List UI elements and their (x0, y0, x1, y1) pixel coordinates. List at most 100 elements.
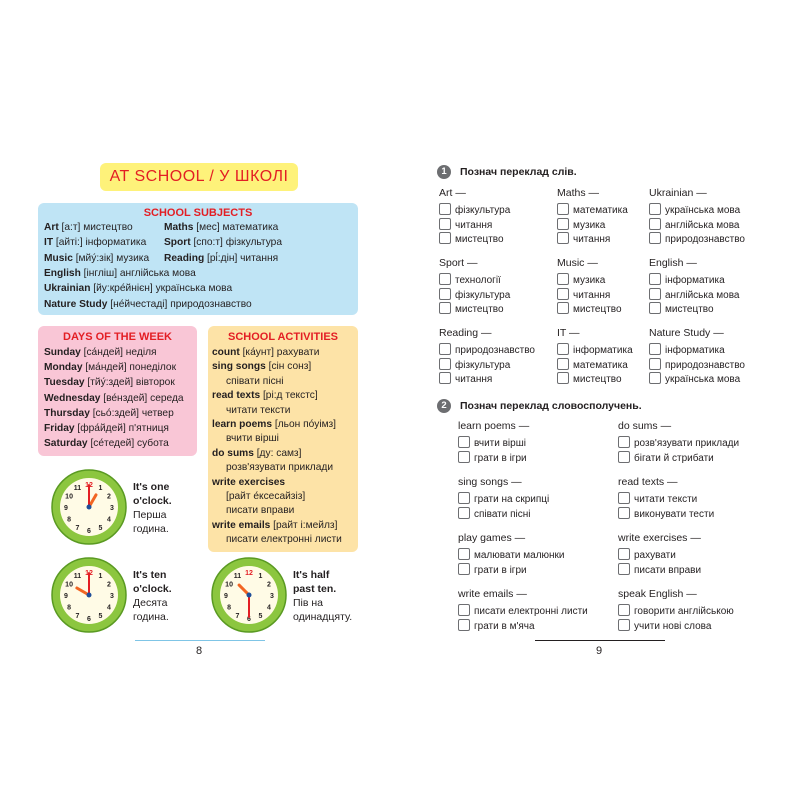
word-option[interactable]: читання (439, 217, 492, 232)
checkbox[interactable] (618, 492, 630, 504)
word-option[interactable]: математика (557, 203, 628, 217)
clock-numeral: 9 (64, 593, 68, 600)
phrase-option[interactable]: грати в ігри (458, 450, 527, 465)
checkbox[interactable] (458, 618, 470, 631)
checkbox[interactable] (439, 357, 451, 370)
subject-entry: English [інгліш] англійська мова (44, 267, 196, 281)
option-label: грати на скрипці (474, 494, 550, 505)
checkbox[interactable] (458, 492, 470, 504)
option-label: читання (573, 289, 611, 301)
checkbox[interactable] (618, 548, 630, 560)
checkbox[interactable] (649, 287, 661, 300)
checkbox[interactable] (618, 506, 630, 519)
word-option[interactable]: інформатика (557, 343, 633, 357)
subject-entry-translation: [інгліш] англійська мова (80, 267, 196, 279)
phrase-option[interactable]: писати вправи (618, 562, 701, 577)
checkbox[interactable] (458, 506, 470, 519)
word-option[interactable]: природознавство (439, 343, 535, 357)
phrase-option[interactable]: виконувати тести (618, 506, 714, 521)
checkbox[interactable] (649, 343, 661, 355)
checkbox[interactable] (439, 302, 451, 314)
phrase-option[interactable]: учити нові слова (618, 618, 711, 633)
word-option[interactable]: читання (557, 232, 610, 246)
word-option[interactable]: мистецтво (439, 302, 504, 316)
phrase-option[interactable]: рахувати (618, 548, 676, 562)
phrase-option[interactable]: бігати й стрибати (618, 450, 714, 465)
checkbox[interactable] (557, 273, 569, 285)
checkbox[interactable] (618, 450, 630, 463)
phrase-option[interactable]: малювати малюнки (458, 548, 565, 562)
word-option[interactable]: англійська мова (649, 217, 740, 232)
checkbox[interactable] (649, 203, 661, 215)
checkbox[interactable] (439, 372, 451, 384)
checkbox[interactable] (439, 273, 451, 285)
checkbox[interactable] (618, 436, 630, 448)
checkbox[interactable] (557, 357, 569, 370)
checkbox[interactable] (439, 232, 451, 244)
checkbox[interactable] (557, 232, 569, 244)
phrase-option[interactable]: співати пісні (458, 506, 531, 521)
word-option[interactable]: музика (557, 273, 605, 287)
phrase-option[interactable]: грати в м'яча (458, 618, 535, 633)
checkbox[interactable] (439, 203, 451, 215)
checkbox[interactable] (557, 302, 569, 314)
checkbox[interactable] (557, 372, 569, 384)
checkbox[interactable] (649, 302, 661, 314)
word-option[interactable]: англійська мова (649, 287, 740, 302)
option-label: мистецтво (573, 374, 622, 385)
checkbox[interactable] (557, 203, 569, 215)
checkbox[interactable] (439, 343, 451, 355)
word-option[interactable]: природознавство (649, 357, 745, 372)
checkbox[interactable] (458, 436, 470, 448)
checkbox[interactable] (618, 618, 630, 631)
checkbox[interactable] (458, 450, 470, 463)
word-option[interactable]: природознавство (649, 232, 745, 246)
word-option[interactable]: українська мова (649, 203, 740, 217)
checkbox[interactable] (649, 372, 661, 384)
checkbox[interactable] (439, 217, 451, 230)
phrase-option[interactable]: вчити вірші (458, 436, 526, 450)
word-option[interactable]: інформатика (649, 273, 725, 287)
checkbox[interactable] (649, 217, 661, 230)
clock-numeral: 5 (259, 613, 263, 620)
option-label: фізкультура (455, 205, 511, 216)
phrase-option[interactable]: грати на скрипці (458, 492, 549, 506)
checkbox[interactable] (649, 232, 661, 244)
word-option[interactable]: фізкультура (439, 357, 510, 372)
word-option[interactable]: українська мова (649, 372, 740, 386)
word-option[interactable]: інформатика (649, 343, 725, 357)
phrase-option[interactable]: писати електронні листи (458, 604, 588, 618)
word-option[interactable]: технології (439, 273, 501, 287)
word-option[interactable]: читання (557, 287, 611, 302)
checkbox[interactable] (439, 287, 451, 300)
word-option[interactable]: мистецтво (439, 232, 504, 246)
phrase-option[interactable]: говорити англійською (618, 604, 734, 618)
checkbox[interactable] (618, 604, 630, 616)
phrase-option[interactable]: розв'язувати приклади (618, 436, 739, 450)
word-prompt: IT — (557, 327, 580, 339)
checkbox[interactable] (618, 562, 630, 575)
phrase-option[interactable]: грати в ігри (458, 562, 527, 577)
option-label: читати тексти (634, 494, 698, 505)
checkbox[interactable] (557, 217, 569, 230)
checkbox[interactable] (557, 287, 569, 300)
phrase-option[interactable]: читати тексти (618, 492, 697, 506)
word-option[interactable]: фізкультура (439, 287, 510, 302)
checkbox[interactable] (649, 273, 661, 285)
word-option[interactable]: математика (557, 357, 628, 372)
checkbox[interactable] (458, 548, 470, 560)
checkbox[interactable] (649, 357, 661, 370)
phrase-prompt: play games — (458, 532, 526, 544)
word-option[interactable]: фізкультура (439, 203, 510, 217)
checkbox[interactable] (458, 604, 470, 616)
word-option[interactable]: мистецтво (649, 302, 714, 316)
word-option[interactable]: мистецтво (557, 302, 622, 316)
word-option[interactable]: музика (557, 217, 605, 232)
subject-entry-english: Reading (164, 252, 205, 264)
word-option[interactable]: мистецтво (557, 372, 622, 386)
checkbox[interactable] (458, 562, 470, 575)
checkbox[interactable] (557, 343, 569, 355)
word-option[interactable]: читання (439, 372, 492, 386)
clock-numeral: 1 (259, 573, 263, 580)
